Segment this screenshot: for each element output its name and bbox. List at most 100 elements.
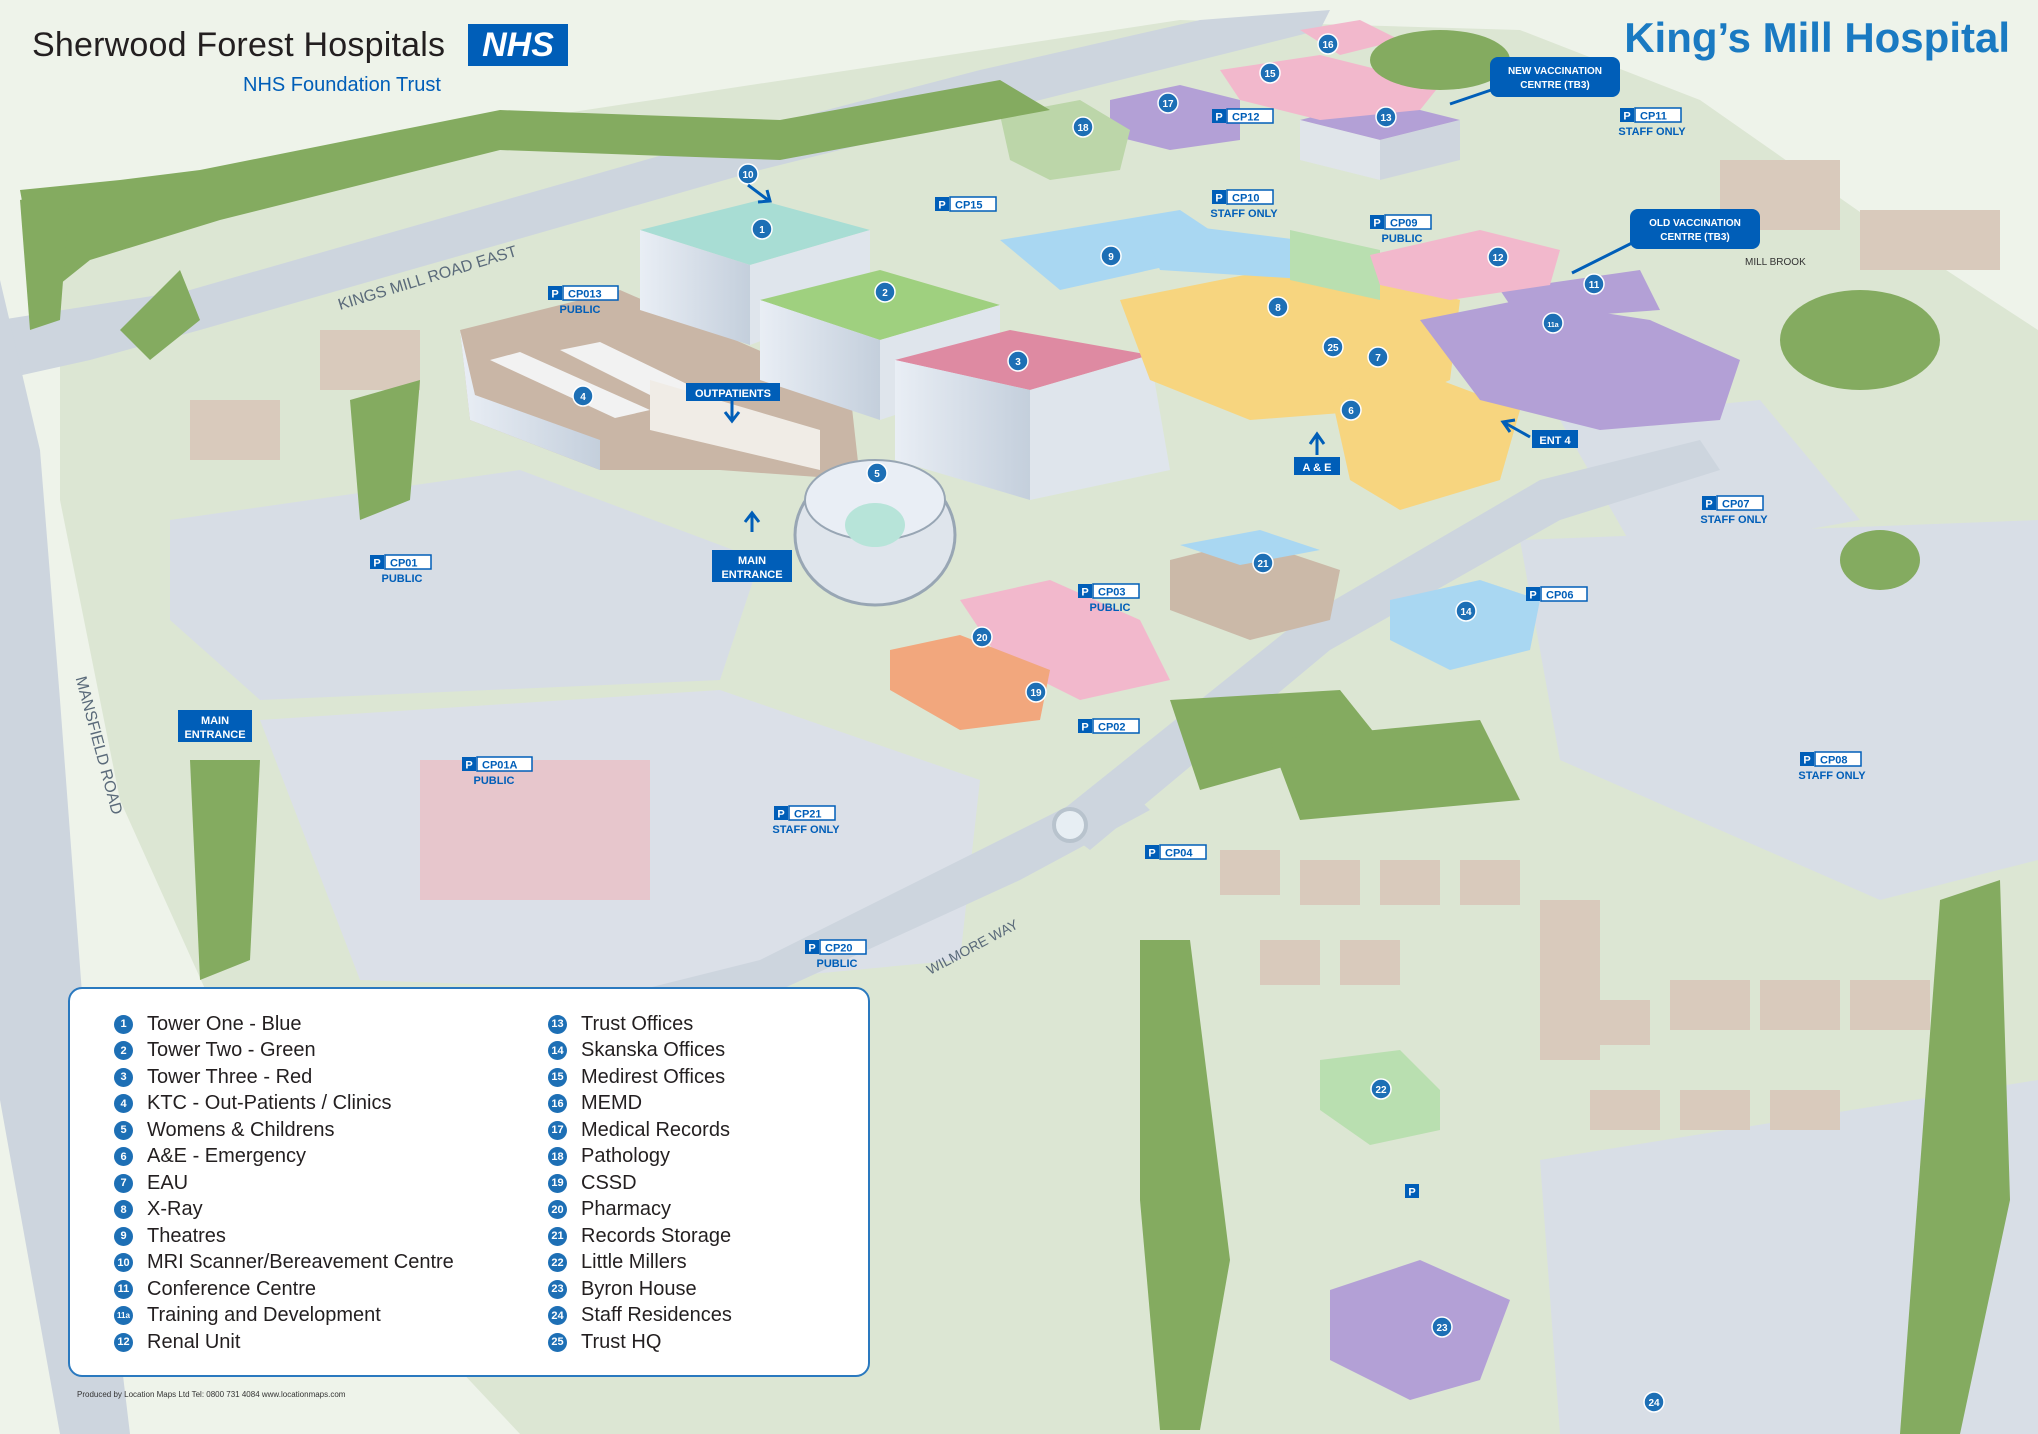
building-marker-label: 24 [1648,1398,1660,1409]
building-marker-7[interactable]: 7 [1367,346,1389,368]
parking-access: STAFF ONLY [1700,514,1768,526]
legend-number-badge: 6 [114,1147,133,1167]
parking-access: PUBLIC [817,958,858,970]
building-marker-label: 4 [580,392,586,403]
building-marker-11[interactable]: 11 [1583,273,1605,295]
building-marker-10[interactable]: 10 [737,163,759,185]
building-marker-label: 6 [1348,406,1354,417]
legend-number-badge: 12 [114,1332,133,1352]
legend-label: Little Millers [581,1251,687,1274]
legend-number-badge: 13 [548,1014,567,1034]
building-byron-house-23 [1330,1260,1510,1400]
sign-main-entrance-2-text: MAIN [201,715,229,727]
parking-icon [1078,719,1092,733]
legend-label: Records Storage [581,1224,732,1247]
building-marker-6[interactable]: 6 [1340,399,1362,421]
building-marker-label: 1 [759,225,765,236]
sign-ae: A & E [1294,457,1340,475]
legend-number-badge: 25 [548,1332,567,1352]
building-marker-22[interactable]: 22 [1370,1078,1392,1100]
legend-label: Skanska Offices [581,1039,726,1062]
building-marker-8[interactable]: 8 [1267,296,1289,318]
building-marker-label: 15 [1264,69,1276,80]
internal-road [1050,440,1720,850]
building-marker-3[interactable]: 3 [1007,350,1029,372]
building-marker-25[interactable]: 25 [1322,336,1344,358]
parking-code-box [1716,495,1764,511]
arrow-main-entrance [743,510,761,532]
callout-old-vaccination-line2: CENTRE (TB3) [1660,232,1729,243]
parking-code: CP01 [390,558,418,570]
sign-main-entrance-2-text: ENTRANCE [184,729,245,741]
building-marker-12[interactable]: 12 [1487,246,1509,268]
building-marker-1[interactable]: 1 [751,218,773,240]
parking-icon-letter: P [1081,722,1088,734]
parking-access: PUBLIC [474,775,515,787]
building-marker-9[interactable]: 9 [1100,245,1122,267]
legend-number-badge: 1 [114,1014,133,1034]
parking-icon-letter: P [808,943,815,955]
building-marker-4[interactable]: 4 [572,385,594,407]
legend-number-badge: 18 [548,1147,567,1167]
sports-field [420,760,650,900]
building-marker-23[interactable]: 23 [1431,1316,1453,1338]
legend-label: Pathology [581,1145,670,1168]
building-marker-20[interactable]: 20 [971,626,993,648]
building-marker-11a[interactable]: 11a [1542,312,1564,334]
car-park-cp01 [170,470,760,700]
legend-item-18: 18 Pathology [548,1144,732,1171]
building-cssd-19 [890,635,1050,730]
building-medical-records-17 [1110,85,1240,150]
parking-access: PUBLIC [1090,602,1131,614]
building-marker-15[interactable]: 15 [1259,62,1281,84]
legend-label: Conference Centre [147,1277,316,1300]
callout-new-vaccination-line1: NEW VACCINATION [1508,66,1602,77]
building-marker-5[interactable]: 5 [866,462,888,484]
building-marker-17[interactable]: 17 [1157,92,1179,114]
legend-number-badge: 21 [548,1226,567,1246]
mansfield-road [0,280,130,1434]
building-main-complex [1000,210,1520,510]
legend-number-badge: 7 [114,1173,133,1193]
org-name: Sherwood Forest Hospitals [32,26,446,64]
callout-old-vaccination-pointer [1571,237,1641,275]
parking-icon-letter: P [373,558,380,570]
parking-icon [548,286,562,300]
building-marker-2[interactable]: 2 [874,281,896,303]
parking-access: PUBLIC [382,573,423,585]
building-marker-19[interactable]: 19 [1025,681,1047,703]
parking-code: CP10 [1232,193,1260,205]
building-marker-21[interactable]: 21 [1252,552,1274,574]
building-marker-16[interactable]: 16 [1317,33,1339,55]
parking-icon-letter: P [938,200,945,212]
parking-code: CP08 [1820,755,1848,767]
parking-code: CP04 [1165,848,1193,860]
building-marker-18[interactable]: 18 [1072,116,1094,138]
parking-code: CP02 [1098,722,1126,734]
parking-badge-cp02: P CP02 [1078,718,1140,734]
hospital-title: King’s Mill Hospital [1624,14,2010,61]
building-marker-label: 9 [1108,252,1114,263]
legend-number-badge: 11a [114,1306,133,1326]
building-marker-24[interactable]: 24 [1643,1391,1665,1413]
building-marker-label: 25 [1327,343,1339,354]
legend-label: Byron House [581,1277,697,1300]
legend-label: Trust HQ [581,1330,662,1353]
building-marker-14[interactable]: 14 [1455,600,1477,622]
building-marker-13[interactable]: 13 [1375,106,1397,128]
parking-access: STAFF ONLY [1210,208,1278,220]
parking-code-box [1814,751,1862,767]
